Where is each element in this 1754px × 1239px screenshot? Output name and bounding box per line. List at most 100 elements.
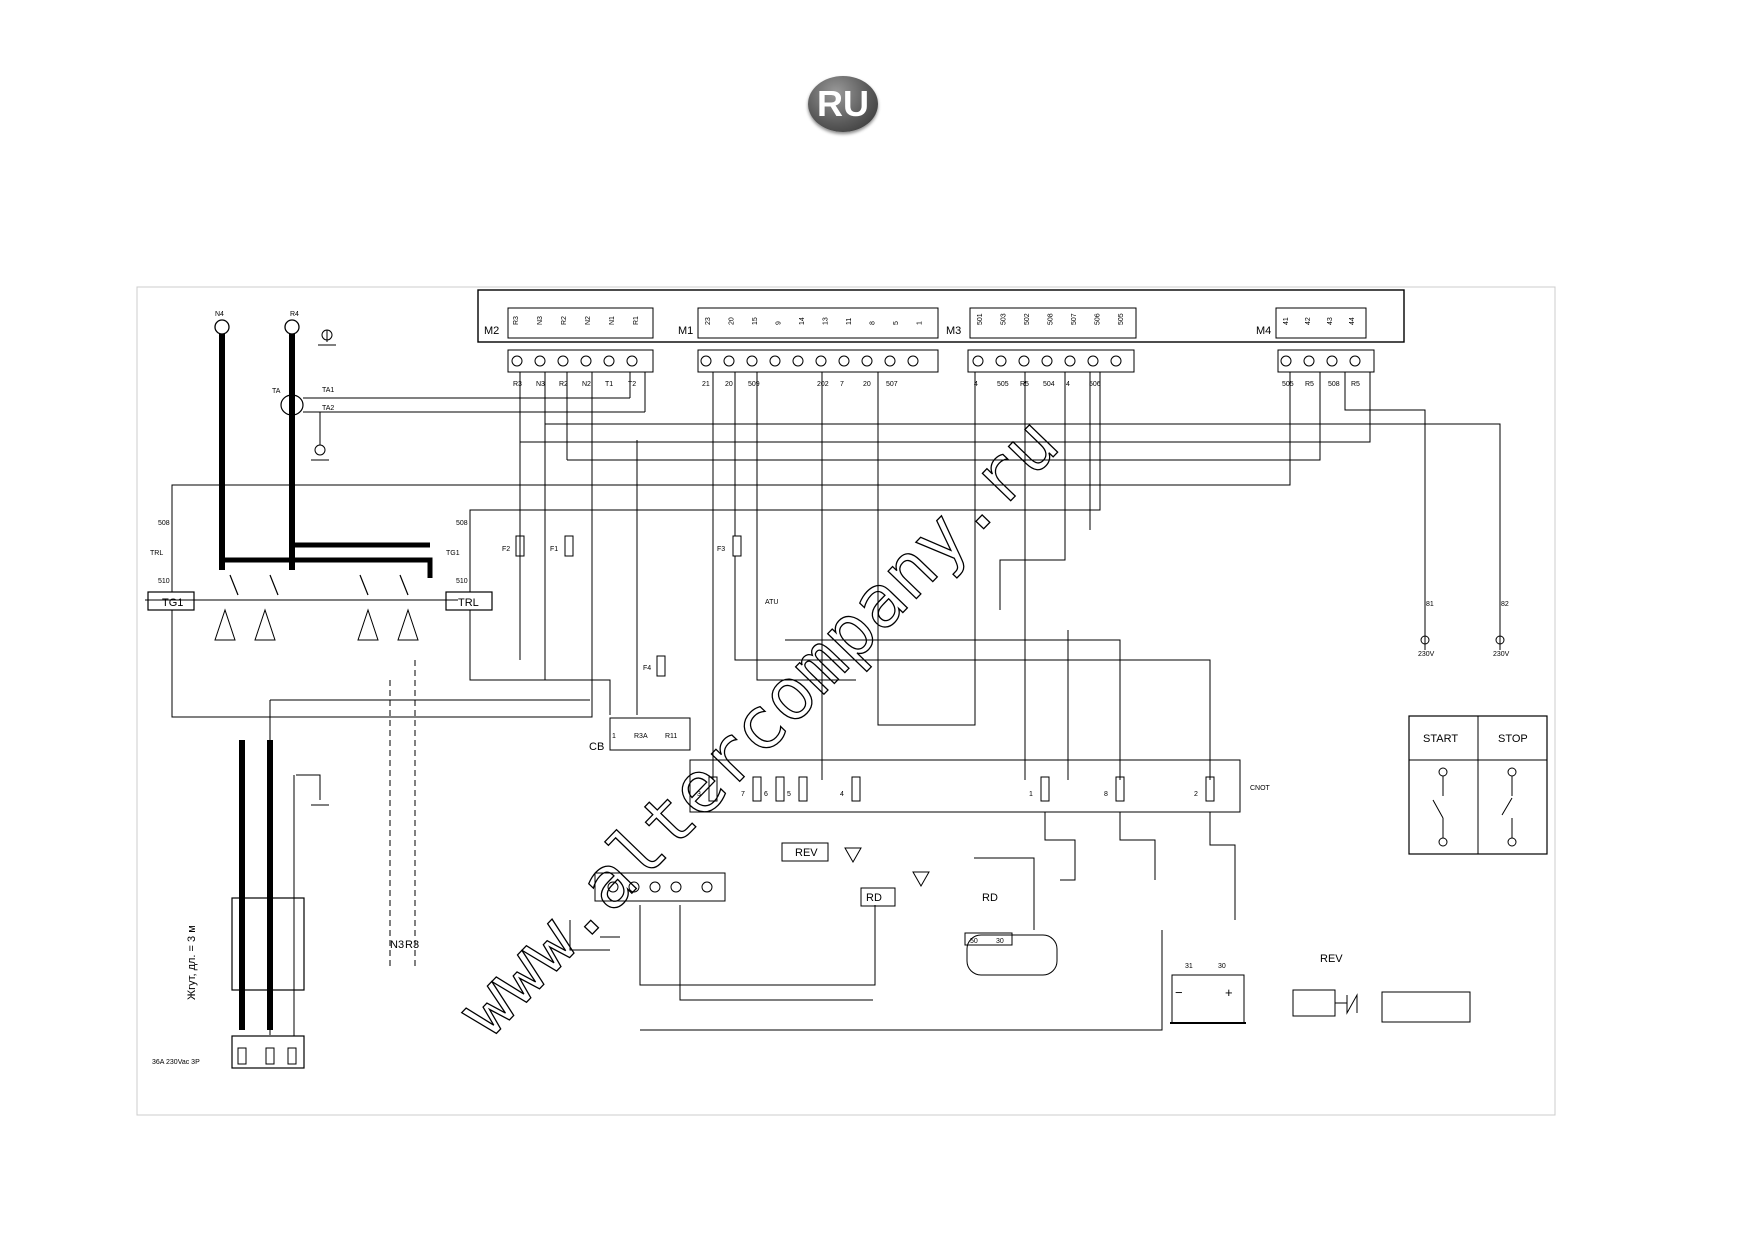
terminal-label: N3 — [536, 381, 545, 388]
mains-input: N4 R4 — [214, 311, 336, 570]
terminal-label: 20 — [863, 381, 871, 388]
block-pin-m2: R2 — [561, 316, 568, 325]
ru-badge: RU — [808, 76, 878, 132]
contactor-bank — [145, 542, 493, 641]
cnot-connector — [689, 759, 1241, 813]
label-rev: REV — [795, 847, 818, 859]
label-r3: R3 — [405, 939, 419, 951]
cnot-pin — [752, 776, 762, 802]
battery-minus-icon: − — [1175, 985, 1183, 1000]
n4-terminal-icon — [214, 319, 230, 335]
r4-terminal-icon — [284, 319, 300, 335]
relay-section — [569, 842, 1163, 1031]
block-pin-m1: 1 — [917, 321, 924, 325]
cable-note: Жгут, дл. = 3 м — [186, 925, 198, 1000]
terminal-circle — [1064, 355, 1076, 367]
label-atu: ATU — [765, 599, 778, 606]
label-31: 31 — [1185, 963, 1193, 970]
block-pin-m4: 44 — [1349, 317, 1356, 325]
plug-note: 36A 230Vac 3P — [152, 1059, 200, 1066]
terminal-circle — [580, 355, 592, 367]
terminal-circle — [1326, 355, 1338, 367]
block-pin-m2: R1 — [633, 316, 640, 325]
cnot-pin-label: 3 — [697, 791, 701, 798]
terminal-circle — [511, 355, 523, 367]
block-pin-m4: 43 — [1327, 317, 1334, 325]
trl-box-label: TRL — [458, 597, 479, 609]
label-n4: N4 — [215, 311, 224, 318]
label-230v-a: 230V — [1418, 651, 1435, 658]
terminal-label: 507 — [886, 381, 898, 388]
tg1-caption: TG1 — [446, 550, 460, 557]
diagram-frame — [136, 286, 1556, 1116]
block-name-m2: M2 — [484, 325, 499, 337]
block-pin-m3: 503 — [1001, 313, 1008, 325]
block-pin-m4: 41 — [1283, 317, 1290, 325]
block-pin-m3: 505 — [1118, 313, 1125, 325]
label-f4: F4 — [643, 665, 651, 672]
terminal-circle — [1349, 355, 1361, 367]
label-50: 50 — [970, 938, 978, 945]
terminal-circle — [995, 355, 1007, 367]
block-name-m3: M3 — [946, 325, 961, 337]
battery-plus-icon: + — [1225, 985, 1233, 1000]
label-rd: RD — [982, 892, 998, 904]
terminal-label: 508 — [1328, 381, 1340, 388]
label-30b: 30 — [1218, 963, 1226, 970]
cb-pin-2: R3A — [634, 733, 648, 740]
terminal-circle — [1018, 355, 1030, 367]
terminal-circle — [700, 355, 712, 367]
block-pin-m2: N1 — [609, 316, 616, 325]
cnot-pin — [851, 776, 861, 802]
label-f1: F1 — [550, 546, 558, 553]
block-pin-m1: 13 — [823, 317, 830, 325]
terminal-circle — [1041, 355, 1053, 367]
label-cb: CB — [589, 741, 604, 753]
block-name-m1: M1 — [678, 325, 693, 337]
terminal-label: 4 — [1066, 381, 1070, 388]
battery-section — [1170, 974, 1471, 1024]
cnot-pin-label: 1 — [1029, 791, 1033, 798]
label-30: 30 — [996, 938, 1004, 945]
terminal-label: 505 — [1282, 381, 1294, 388]
block-pin-m1: 8 — [870, 321, 877, 325]
terminal-circle — [746, 355, 758, 367]
block-pin-m2: N3 — [537, 316, 544, 325]
block-pin-m1: 20 — [729, 317, 736, 325]
label-ta1: TA1 — [322, 387, 334, 394]
start-stop-legend: START STOP — [1408, 715, 1548, 855]
terminal-label: T1 — [605, 381, 613, 388]
cnot-pin-label: 4 — [840, 791, 844, 798]
terminal-circle — [534, 355, 546, 367]
block-pin-m3: 506 — [1095, 313, 1102, 325]
label-f2: F2 — [502, 546, 510, 553]
block-pin-m3: 501 — [977, 313, 984, 325]
trl-caption: TRL — [150, 550, 163, 557]
label-ta: TA — [272, 388, 281, 395]
block-name-m4: M4 — [1256, 325, 1271, 337]
terminal-circle — [723, 355, 735, 367]
label-rd-box: RD — [866, 892, 882, 904]
terminal-label: 504 — [1043, 381, 1055, 388]
terminal-circle — [626, 355, 638, 367]
cnot-pin-label: 6 — [764, 791, 768, 798]
cnot-pin — [1205, 776, 1215, 802]
cnot-pin-label: 5 — [787, 791, 791, 798]
cnot-pin-label: 7 — [741, 791, 745, 798]
terminal-label: R3 — [513, 381, 522, 388]
terminal-circle — [815, 355, 827, 367]
label-f3: F3 — [717, 546, 725, 553]
block-pin-m1: 5 — [893, 321, 900, 325]
terminal-circle — [972, 355, 984, 367]
cb-pin-1: 1 — [612, 733, 616, 740]
label-r4: R4 — [290, 311, 299, 318]
block-pin-m2: R3 — [513, 316, 520, 325]
terminal-circle — [907, 355, 919, 367]
terminal-label: R5 — [1351, 381, 1360, 388]
block-pin-m2: N2 — [585, 316, 592, 325]
terminal-label: R5 — [1305, 381, 1314, 388]
